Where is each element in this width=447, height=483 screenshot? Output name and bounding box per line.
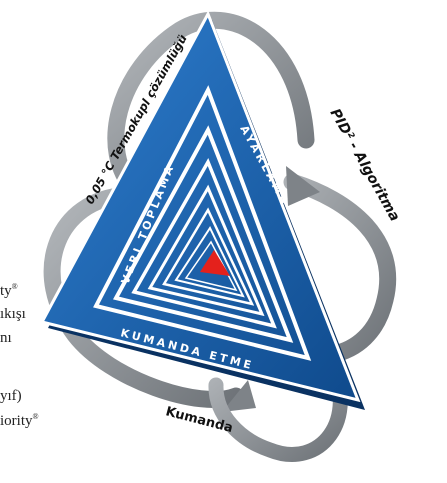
cut-text-5: iority® <box>0 413 39 429</box>
cut-text-2: ıkışı <box>0 307 26 322</box>
cut-text-1: ty® <box>0 283 18 299</box>
cut-text-4: yıf) <box>0 389 22 404</box>
cut-text-3: nı <box>0 331 12 346</box>
